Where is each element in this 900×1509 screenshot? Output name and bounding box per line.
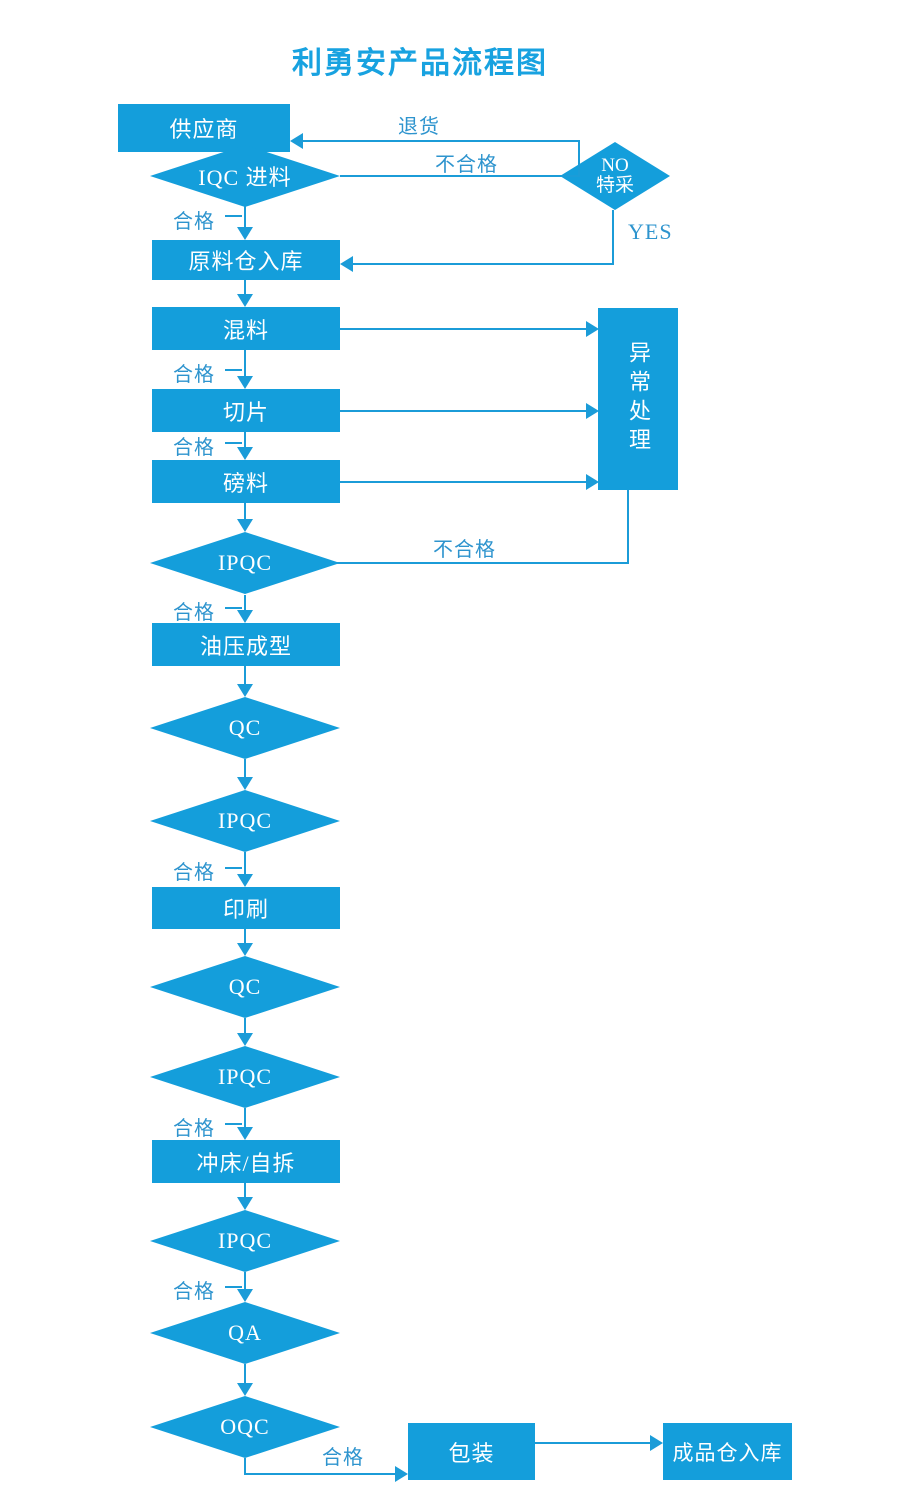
node-qc-1: QC	[150, 697, 340, 759]
line-punching-to-ipqc4	[244, 1183, 246, 1199]
label-yes: YES	[628, 219, 673, 244]
line-qa-to-oqc	[244, 1364, 246, 1385]
node-weighing: 磅料	[152, 460, 340, 503]
arrowhead-packing	[395, 1466, 408, 1482]
line-ipqc4-to-qa	[244, 1272, 246, 1291]
tick-pass-4	[225, 607, 242, 609]
tick-pass-6	[225, 1123, 242, 1125]
node-iqc-incoming: IQC 进料	[150, 145, 340, 207]
tick-pass-5	[225, 867, 242, 869]
node-printing: 印刷	[152, 887, 340, 929]
line-packing-to-finished	[535, 1442, 652, 1444]
node-oqc: OQC	[150, 1396, 340, 1458]
line-fail-up-to-exception	[627, 490, 629, 563]
node-ipqc-4: IPQC	[150, 1210, 340, 1272]
label-pass-5: 合格	[173, 862, 215, 884]
line-printing-to-qc2	[244, 929, 246, 945]
arrowhead-ipqc1	[237, 519, 253, 532]
line-ipqc1-fail	[337, 562, 629, 564]
arrowhead-into-supplier	[290, 133, 303, 149]
line-qc1-to-ipqc2	[244, 759, 246, 779]
label-pass-3: 合格	[173, 437, 215, 459]
arrowhead-finished-warehouse	[650, 1435, 663, 1451]
arrowhead-ipqc2	[237, 777, 253, 790]
arrowhead-slicing	[237, 376, 253, 389]
line-weighing-to-exception	[340, 481, 588, 483]
node-hydraulic-forming: 油压成型	[152, 623, 340, 666]
arrowhead-weighing	[237, 447, 253, 460]
label-fail-2: 不合格	[433, 539, 496, 561]
arrowhead-punching	[237, 1127, 253, 1140]
arrowhead-ipqc3	[237, 1033, 253, 1046]
line-oqc-to-packing	[244, 1473, 396, 1475]
node-qc-2: QC	[150, 956, 340, 1018]
line-hydraulic-to-qc1	[244, 666, 246, 686]
line-yes-left	[353, 263, 614, 265]
line-oqc-down	[244, 1458, 246, 1475]
label-pass-6: 合格	[173, 1118, 215, 1140]
line-no-branch-up	[578, 140, 580, 176]
arrowhead-hydraulic	[237, 610, 253, 623]
node-raw-material-warehouse: 原料仓入库	[152, 240, 340, 280]
line-return-goods	[303, 140, 580, 142]
label-pass-1: 合格	[173, 211, 215, 233]
arrowhead-rawwh	[237, 227, 253, 240]
line-ipqc1-to-hydraulic	[244, 595, 246, 611]
line-slicing-to-weighing	[244, 432, 246, 449]
line-ipqc2-to-printing	[244, 852, 246, 875]
arrowhead-qa	[237, 1289, 253, 1302]
node-ipqc-3: IPQC	[150, 1046, 340, 1108]
line-rawwh-to-mixing	[244, 280, 246, 296]
node-mixing: 混料	[152, 307, 340, 350]
line-iqc-to-rawwh	[244, 206, 246, 228]
node-supplier: 供应商	[118, 104, 290, 152]
line-yes-down	[612, 210, 614, 264]
special-acceptance-line2: 特采	[595, 175, 634, 196]
node-punching: 冲床/自拆	[152, 1140, 340, 1183]
label-pass-8: 合格	[322, 1447, 364, 1469]
node-finished-goods-warehouse: 成品仓入库	[663, 1423, 792, 1480]
tick-pass-1	[225, 215, 242, 217]
arrowhead-into-raw-warehouse	[340, 256, 353, 272]
label-pass-2: 合格	[173, 364, 215, 386]
line-qc2-to-ipqc3	[244, 1018, 246, 1035]
label-return-goods: 退货	[398, 116, 440, 138]
special-acceptance-line1: NO	[601, 155, 629, 177]
arrowhead-oqc	[237, 1383, 253, 1396]
arrowhead-exception-3	[586, 474, 599, 490]
tick-pass-7	[225, 1286, 242, 1288]
line-ipqc3-to-punching	[244, 1108, 246, 1129]
arrowhead-ipqc4	[237, 1197, 253, 1210]
node-ipqc-1: IPQC	[150, 532, 340, 594]
page-title: 利勇安产品流程图	[292, 47, 548, 80]
line-slicing-to-exception	[340, 410, 588, 412]
label-fail-1: 不合格	[435, 154, 498, 176]
tick-pass-3	[225, 442, 242, 444]
node-slicing: 切片	[152, 389, 340, 432]
label-pass-4: 合格	[173, 602, 215, 624]
arrowhead-mixing	[237, 294, 253, 307]
arrowhead-qc2	[237, 943, 253, 956]
line-mixing-to-slicing	[244, 350, 246, 378]
node-qa: QA	[150, 1302, 340, 1364]
arrowhead-exception-2	[586, 403, 599, 419]
arrowhead-exception-1	[586, 321, 599, 337]
arrowhead-qc1	[237, 684, 253, 697]
tick-pass-2	[225, 369, 242, 371]
node-exception-handling: 异常处理	[598, 308, 678, 490]
label-pass-7: 合格	[173, 1281, 215, 1303]
node-packing: 包装	[408, 1423, 535, 1480]
line-mixing-to-exception	[340, 328, 588, 330]
line-weighing-to-ipqc1	[244, 503, 246, 521]
line-iqc-fail	[340, 175, 580, 177]
node-ipqc-2: IPQC	[150, 790, 340, 852]
arrowhead-printing	[237, 874, 253, 887]
